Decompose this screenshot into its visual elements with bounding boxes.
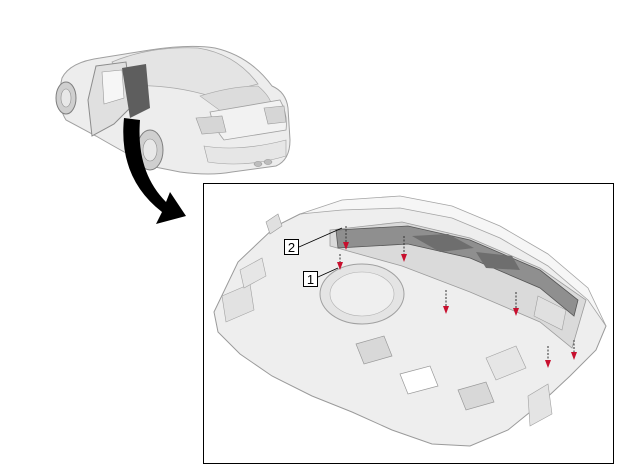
fastener-group bbox=[337, 226, 577, 368]
vehicle-overview-icon bbox=[55, 45, 291, 175]
fastener-icon bbox=[337, 254, 343, 270]
curved-arrow-icon bbox=[123, 118, 186, 224]
rear-shelf-panel bbox=[213, 195, 607, 447]
fastener-icon bbox=[343, 226, 349, 250]
callout-1: 1 bbox=[303, 267, 339, 287]
fastener-icon bbox=[443, 290, 449, 314]
callout-2: 2 bbox=[284, 227, 343, 255]
fastener-icon bbox=[545, 346, 551, 368]
fastener-icon bbox=[401, 236, 407, 262]
callout-number: 2 bbox=[288, 240, 295, 255]
callout-number: 1 bbox=[307, 272, 314, 287]
fastener-icon bbox=[571, 340, 577, 360]
fastener-icon bbox=[513, 292, 519, 316]
